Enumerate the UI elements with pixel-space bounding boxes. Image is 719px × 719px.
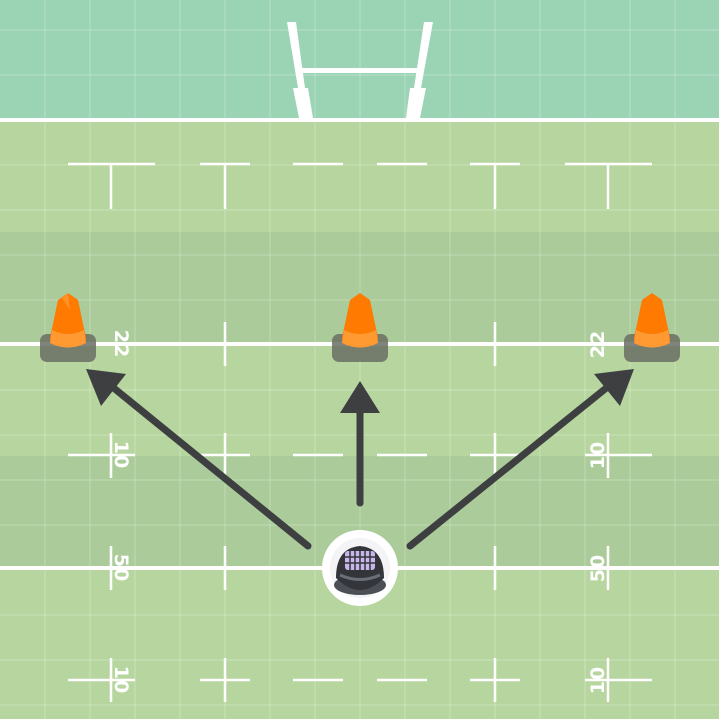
cone-center [332, 293, 388, 362]
player-marker [322, 530, 398, 606]
arrow-up-right [406, 369, 634, 550]
rugby-helmet-icon [334, 546, 386, 595]
marker-10-lower-left: 10 [110, 666, 132, 694]
goal-posts-icon [287, 22, 433, 118]
arrow-up-left [86, 369, 312, 550]
marker-50-left: 50 [110, 554, 132, 582]
direction-arrows [86, 369, 634, 550]
marker-22-left: 22 [110, 330, 132, 358]
marker-10-right: 10 [587, 441, 609, 469]
arrow-up [340, 381, 380, 507]
cone-right [624, 293, 680, 362]
dash-markers [68, 162, 652, 702]
marker-50-right: 50 [587, 554, 609, 582]
cone-left [40, 293, 96, 362]
marker-10-left: 10 [110, 441, 132, 469]
traffic-cone-icon [50, 293, 86, 348]
marker-10-lower-right: 10 [587, 666, 609, 694]
in-goal-area [0, 0, 719, 120]
traffic-cone-icon [634, 293, 670, 348]
traffic-cone-icon [342, 293, 378, 348]
marker-22-right: 22 [587, 330, 609, 358]
yard-numbers: 22 22 10 10 50 50 10 10 [110, 330, 609, 694]
